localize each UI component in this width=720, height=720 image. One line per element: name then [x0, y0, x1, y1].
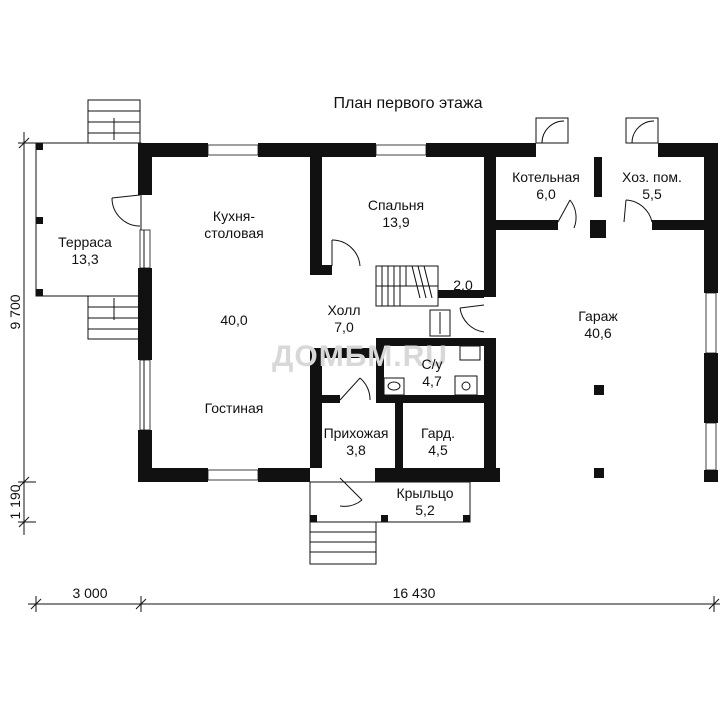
- room-bedroom-name: Спальня: [368, 197, 424, 213]
- room-kitchen-name: столовая: [204, 225, 264, 241]
- room-garage-name: Гараж: [578, 308, 618, 324]
- windows: [139, 144, 717, 481]
- room-terrace-name: Терраса: [58, 234, 112, 250]
- porch: [309, 481, 471, 565]
- room-hall-area: 7,0: [334, 319, 354, 335]
- room-entry-name: Прихожая: [324, 425, 389, 441]
- terrace-steps-bottom: [87, 295, 141, 340]
- dim-height-main: 9 700: [7, 294, 23, 329]
- dim-height-porch: 1 190: [7, 484, 23, 519]
- room-porch-area: 5,2: [415, 502, 435, 518]
- room-wardrobe-area: 4,5: [428, 442, 448, 458]
- wc-fixtures: [383, 345, 481, 396]
- room-hall-name: Холл: [328, 302, 361, 318]
- dim-width-terrace: 3 000: [72, 585, 107, 601]
- room-living-area: 40,0: [220, 312, 247, 328]
- interior-walls: [310, 157, 704, 468]
- garage-column: [594, 468, 604, 478]
- room-wc-name: С/у: [422, 356, 443, 372]
- room-wardrobe-name: Гард.: [421, 425, 455, 441]
- terrace-steps-top: [87, 99, 141, 144]
- room-living-name: Гостиная: [205, 400, 264, 416]
- plan-title: План первого этажа: [334, 95, 483, 112]
- terrace: [35, 99, 142, 340]
- watermark: ДОМБМ.RU: [272, 340, 448, 373]
- room-utility-name: Хоз. пом.: [622, 169, 682, 185]
- room-boiler-name: Котельная: [512, 169, 580, 185]
- room-porch-name: Крыльцо: [396, 485, 453, 501]
- exterior-walls: [138, 143, 718, 482]
- dimension-lines: 9 700 1 190 3 000 16 430: [7, 132, 720, 612]
- room-wc-area: 4,7: [422, 373, 442, 389]
- room-bedroom-area: 13,9: [382, 214, 409, 230]
- dim-width-main: 16 430: [393, 585, 436, 601]
- room-terrace-area: 13,3: [71, 251, 98, 267]
- room-boiler-area: 6,0: [536, 186, 556, 202]
- room-labels: Терраса 13,3 Кухня- столовая 40,0 Гостин…: [58, 169, 682, 518]
- room-garage-area: 40,6: [584, 325, 611, 341]
- terrace-door-icon: [111, 194, 141, 227]
- staircase: [375, 265, 451, 337]
- room-entry-area: 3,8: [346, 442, 366, 458]
- garage-column: [594, 385, 604, 395]
- room-kitchen-name: Кухня-: [213, 208, 255, 224]
- room-utility-area: 5,5: [642, 186, 662, 202]
- room-stair-area: 2,0: [453, 277, 473, 293]
